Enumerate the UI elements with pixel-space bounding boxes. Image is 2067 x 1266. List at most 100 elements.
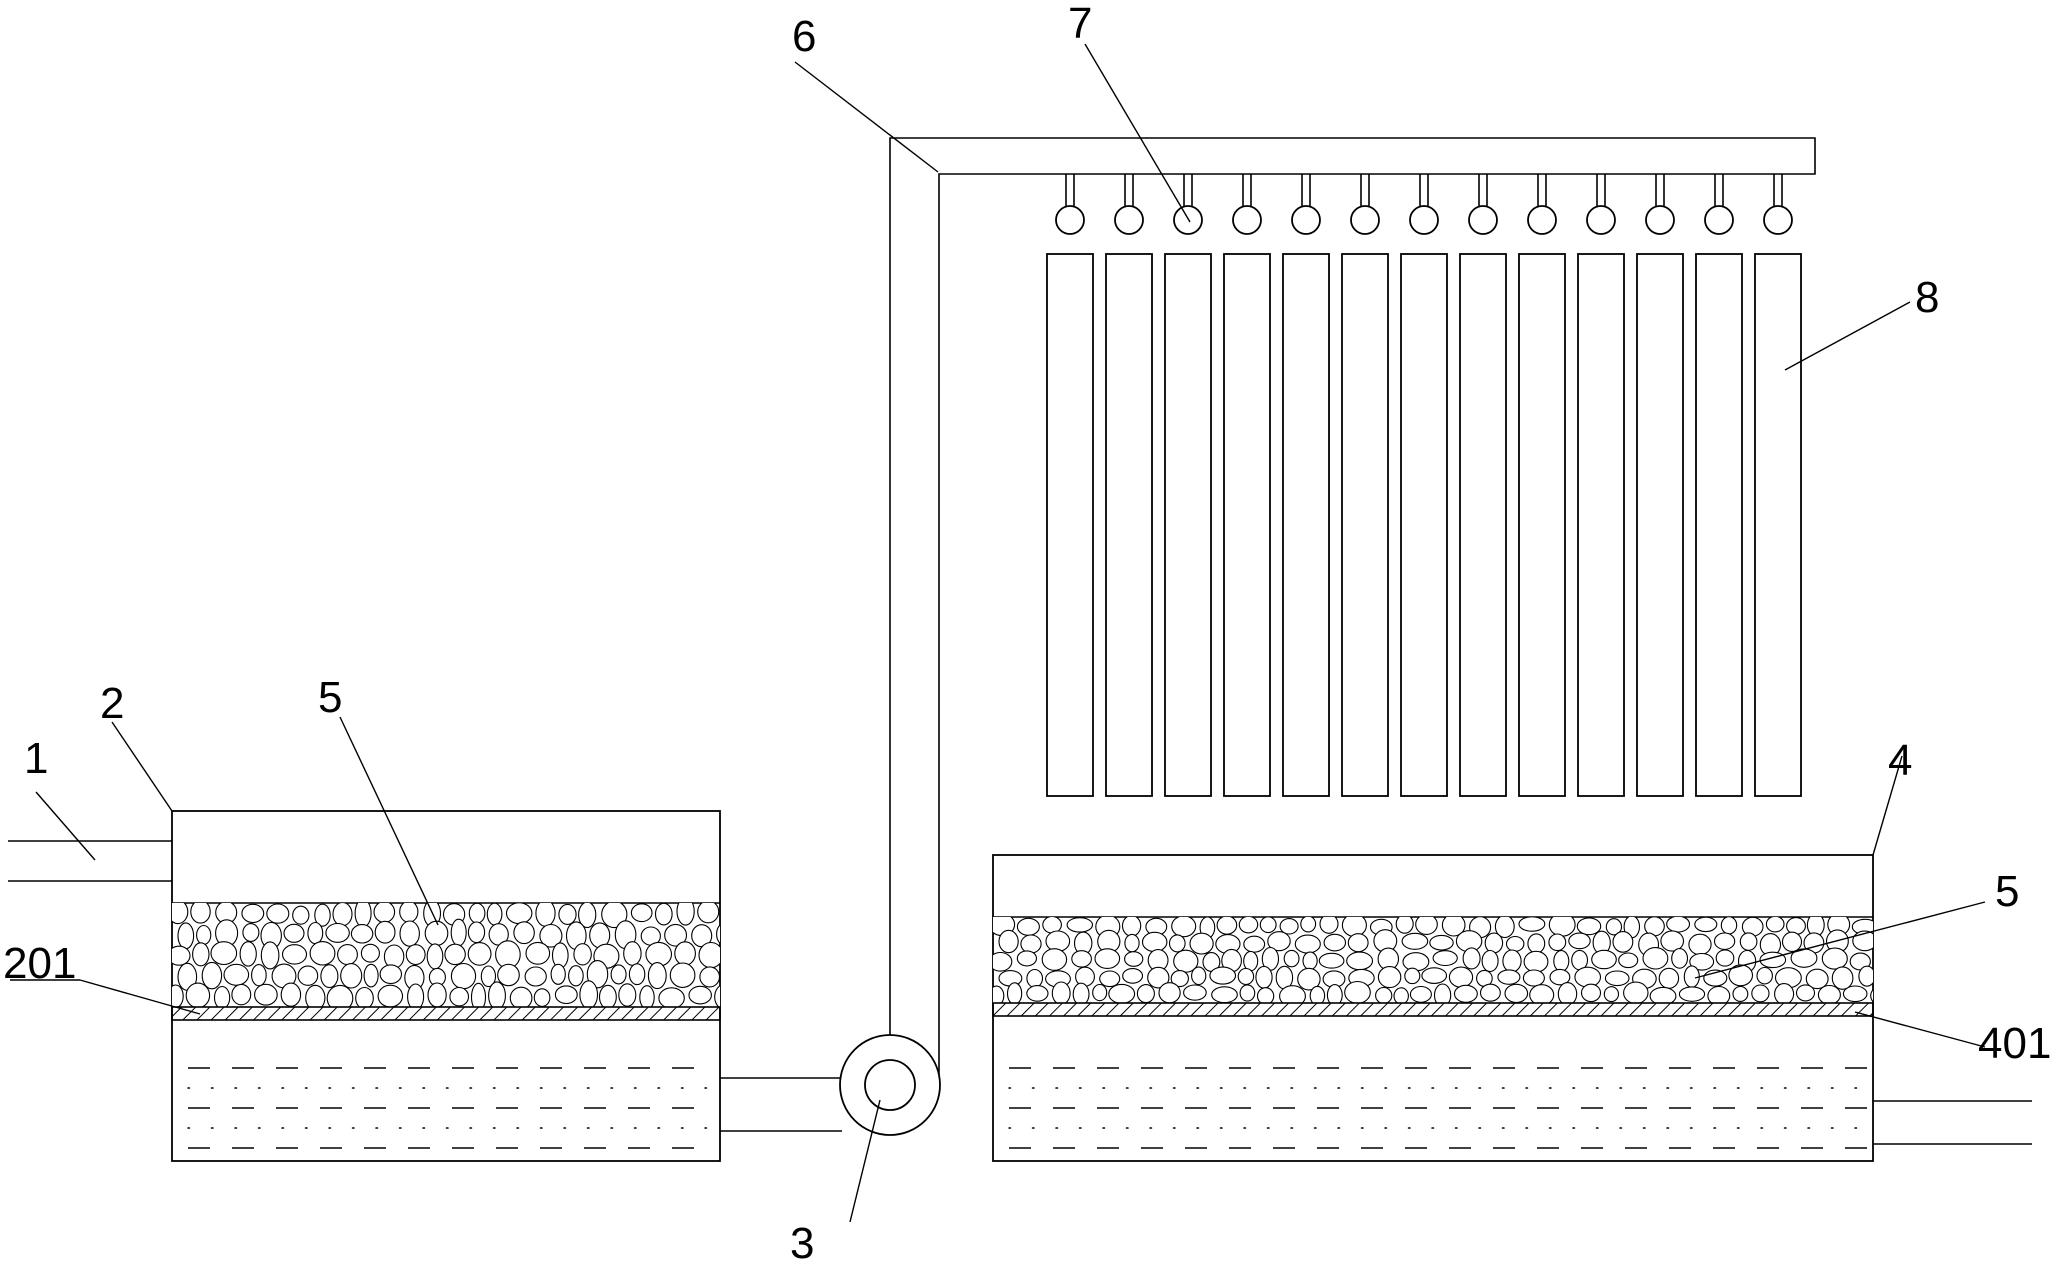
- pebble: [639, 985, 655, 1007]
- spray-nozzle: [1645, 174, 1675, 235]
- pebble: [1121, 917, 1142, 937]
- label-filter-media-right: 5: [1995, 867, 2019, 916]
- pebble: [601, 903, 628, 929]
- spray-nozzle: [1704, 174, 1734, 235]
- pebble: [1016, 950, 1038, 967]
- pebble: [1553, 950, 1570, 972]
- pebble: [426, 943, 444, 970]
- pebble: [1502, 949, 1522, 973]
- cooling-plate: [1636, 253, 1684, 797]
- spray-nozzle: [1586, 174, 1616, 235]
- pebble: [1580, 983, 1602, 1003]
- pebble: [424, 920, 449, 946]
- pebble: [1688, 933, 1712, 956]
- water-right: [1008, 1067, 1868, 1149]
- pebble: [630, 903, 653, 923]
- pebble: [539, 923, 563, 948]
- pebble: [231, 983, 252, 1006]
- pebble: [1279, 918, 1299, 935]
- spray-nozzle: [1232, 174, 1262, 235]
- pebble: [1136, 984, 1155, 1003]
- pebble: [1720, 917, 1738, 935]
- pebble: [1574, 966, 1602, 988]
- pebble: [716, 924, 720, 944]
- pebble: [1548, 933, 1567, 952]
- pebble: [1041, 948, 1068, 971]
- pebble: [654, 903, 673, 926]
- pebble: [1283, 949, 1300, 968]
- pebble: [1751, 984, 1770, 1003]
- pebble: [1568, 932, 1591, 950]
- pebble: [998, 929, 1019, 954]
- pebble: [1108, 983, 1136, 1003]
- pebble: [480, 965, 497, 988]
- pebble: [1612, 931, 1634, 953]
- pebble: [283, 923, 305, 943]
- pebble: [1715, 949, 1735, 967]
- pebble: [1279, 985, 1306, 1003]
- pebble: [320, 964, 339, 989]
- pebble: [297, 965, 319, 986]
- pebble: [427, 982, 447, 1007]
- pebble: [1415, 917, 1438, 935]
- pebble: [241, 903, 265, 924]
- pebble: [1858, 965, 1873, 987]
- pebble: [444, 943, 466, 966]
- pebble: [350, 924, 374, 944]
- pebble: [1243, 950, 1259, 972]
- pebble: [725, 900, 744, 927]
- spray-nozzles: [1055, 174, 1793, 235]
- reference-labels: 1 2 5 201 3 4 5 401 6 7 8: [3, 0, 2051, 1266]
- label-spray-nozzles: 7: [1068, 0, 1092, 48]
- cooling-plate: [1695, 253, 1743, 797]
- pebble: [1211, 986, 1238, 1003]
- spray-nozzle: [1350, 174, 1380, 235]
- pebble: [568, 965, 584, 987]
- pebble: [513, 921, 535, 945]
- pebble: [1026, 968, 1044, 988]
- pebble: [192, 942, 210, 967]
- pebble: [1147, 966, 1170, 989]
- pebble: [1707, 985, 1731, 1003]
- pebble: [1375, 986, 1393, 1003]
- pebble: [1402, 952, 1430, 972]
- pebble: [1170, 970, 1189, 988]
- cooling-plate: [1400, 253, 1448, 797]
- pebble: [558, 903, 577, 925]
- pebble: [1297, 967, 1321, 991]
- pebble: [1346, 951, 1374, 971]
- pebble: [1323, 933, 1347, 952]
- pebble: [1549, 968, 1571, 986]
- pebble: [1453, 984, 1478, 1003]
- pebble: [1875, 953, 1897, 969]
- pebble: [1765, 917, 1785, 933]
- pebble: [610, 964, 627, 985]
- pebble: [578, 903, 597, 929]
- outlet-pipe: [1873, 1100, 2032, 1145]
- pebble: [1518, 917, 1546, 932]
- pebble: [1603, 986, 1620, 1003]
- pebble: [664, 923, 688, 947]
- pebble: [1881, 935, 1897, 952]
- pebble: [373, 903, 396, 924]
- pebble: [1842, 985, 1868, 1003]
- pebble: [172, 984, 184, 1007]
- pebble: [1237, 967, 1255, 986]
- cooling-plate: [1754, 253, 1802, 797]
- pebble: [697, 903, 720, 924]
- pebble: [1728, 964, 1754, 987]
- pebble: [586, 960, 609, 989]
- pebble: [1774, 983, 1795, 1003]
- label-cooling-plates: 8: [1915, 273, 1939, 322]
- cooling-plate: [1518, 253, 1566, 797]
- pebble: [242, 923, 260, 942]
- pebble: [377, 984, 404, 1007]
- pebble: [535, 903, 556, 927]
- pebble: [405, 944, 426, 966]
- pebble: [325, 922, 350, 943]
- pebble: [383, 944, 405, 969]
- pebble: [1377, 966, 1402, 989]
- pebble: [337, 944, 358, 966]
- pebble: [260, 941, 280, 970]
